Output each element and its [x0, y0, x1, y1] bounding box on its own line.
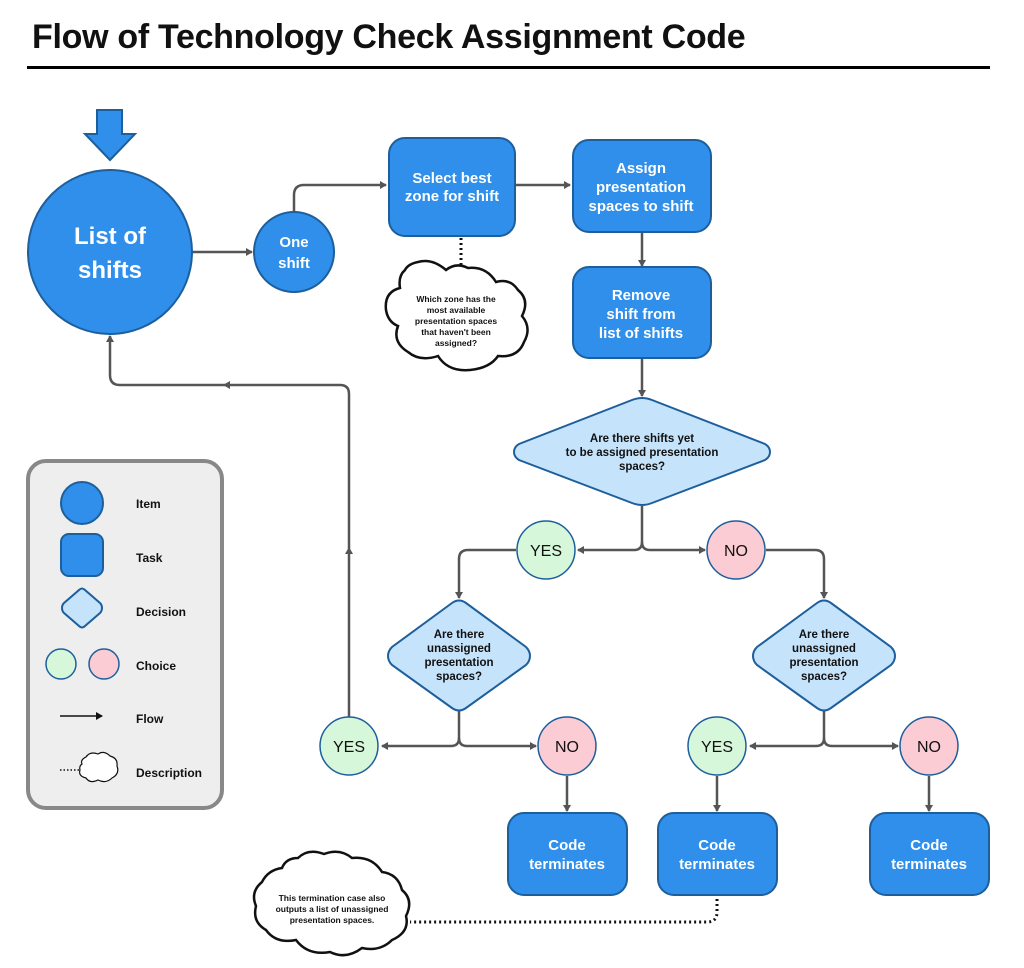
flow-arrow-left-decision-to-yes — [381, 710, 461, 750]
flow-arrow-right-decision-to-yes — [749, 710, 826, 750]
item-list-of-shifts-line-2: shifts — [78, 257, 142, 284]
legend-item-swatch — [60, 481, 104, 525]
description-cloud-zone-line-4: that haven't been — [421, 327, 491, 337]
down-arrow-icon — [82, 109, 138, 162]
choice-yes-2: YES — [319, 716, 379, 776]
flow-arrow-loop-left — [223, 381, 351, 548]
decision-unassigned-left-line-4: spaces? — [436, 671, 482, 683]
flow-arrow-one-shift-to-zone — [292, 181, 387, 213]
legend-decision-label: Decision — [136, 605, 186, 619]
legend: Item Task Decision Choice Flow Descripti… — [26, 459, 224, 810]
task-remove-shift-line-3: list of shifts — [599, 325, 683, 342]
choice-no-3: NO — [899, 716, 959, 776]
task-select-zone-line-1: Select best — [412, 170, 491, 187]
legend-flow-label: Flow — [136, 712, 164, 726]
legend-choice-yes-swatch — [45, 648, 77, 680]
task-remove-shift-line-1: Remove — [612, 287, 670, 304]
decision-unassigned-left-line-2: unassigned — [427, 643, 491, 655]
choice-yes-3-label: YES — [701, 739, 733, 756]
description-cloud-termination-line-1: This termination case also — [279, 893, 386, 903]
description-cloud-termination-line-3: presentation spaces. — [290, 915, 375, 925]
task-assign-spaces-line-1: Assign — [616, 160, 666, 177]
task-code-terminates-1-line-1: Code — [548, 837, 586, 854]
flow-arrow-loop-to-list — [106, 335, 224, 387]
flow-arrow-right-decision-to-no — [822, 737, 899, 750]
task-code-terminates-1: Code terminates — [507, 812, 628, 896]
task-code-terminates-2-line-1: Code — [698, 837, 736, 854]
decision-unassigned-right: Are there unassigned presentation spaces… — [751, 599, 897, 712]
task-code-terminates-3: Code terminates — [869, 812, 990, 896]
legend-decision-swatch — [60, 587, 104, 629]
choice-no-1-label: NO — [724, 543, 748, 560]
description-cloud-zone-line-5: assigned? — [435, 338, 477, 348]
item-one-shift-line-1: One — [279, 234, 308, 251]
decision-unassigned-left-line-3: presentation — [424, 657, 493, 669]
task-code-terminates-1-line-2: terminates — [529, 856, 605, 873]
task-code-terminates-2: Code terminates — [657, 812, 778, 896]
description-cloud-zone-line-2: most available — [427, 305, 486, 315]
flow-arrow-no-to-right-decision — [766, 548, 828, 599]
decision-unassigned-left-line-1: Are there — [434, 629, 485, 641]
legend-panel — [26, 459, 224, 810]
decision-shifts-remaining-line-2: to be assigned presentation — [566, 447, 719, 459]
task-code-terminates-2-line-2: terminates — [679, 856, 755, 873]
description-cloud-termination-line-2: outputs a list of unassigned — [276, 904, 389, 914]
legend-description-label: Description — [136, 766, 202, 780]
decision-shifts-remaining: Are there shifts yet to be assigned pres… — [512, 397, 772, 506]
page-title: Flow of Technology Check Assignment Code — [32, 18, 746, 56]
description-cloud-zone-line-3: presentation spaces — [415, 316, 497, 326]
decision-shifts-remaining-line-1: Are there shifts yet — [590, 433, 694, 445]
choice-yes-2-label: YES — [333, 739, 365, 756]
legend-description-cloud-icon — [79, 751, 119, 783]
legend-choice-no-swatch — [88, 648, 120, 680]
task-remove-shift-line-2: shift from — [606, 306, 675, 323]
choice-no-3-label: NO — [917, 739, 941, 756]
decision-unassigned-right-line-2: unassigned — [792, 643, 856, 655]
choice-yes-1-label: YES — [530, 543, 562, 560]
description-link-termination — [410, 894, 719, 924]
legend-item-label: Item — [136, 497, 161, 511]
task-remove-shift: Remove shift from list of shifts — [572, 266, 712, 359]
task-code-terminates-3-line-1: Code — [910, 837, 948, 854]
choice-yes-1: YES — [516, 520, 576, 580]
choice-yes-3: YES — [687, 716, 747, 776]
choice-no-2: NO — [537, 716, 597, 776]
task-assign-spaces: Assign presentation spaces to shift — [572, 139, 712, 233]
legend-choice-label: Choice — [136, 659, 176, 673]
decision-unassigned-right-line-1: Are there — [799, 629, 850, 641]
flow-arrow-left-decision-to-no — [457, 737, 537, 750]
decision-unassigned-right-line-3: presentation — [789, 657, 858, 669]
flow-arrow-yes-to-left-decision — [455, 548, 516, 599]
item-one-shift: One shift — [253, 211, 335, 293]
description-cloud-zone: Which zone has the most available presen… — [384, 259, 529, 372]
item-one-shift-line-2: shift — [278, 255, 310, 272]
task-code-terminates-3-line-2: terminates — [891, 856, 967, 873]
choice-no-2-label: NO — [555, 739, 579, 756]
description-cloud-termination: This termination case also outputs a lis… — [252, 850, 411, 957]
decision-shifts-remaining-line-3: spaces? — [619, 461, 665, 473]
item-list-of-shifts: List of shifts — [27, 169, 193, 335]
item-list-of-shifts-line-1: List of — [74, 223, 147, 250]
title-divider — [27, 66, 990, 69]
decision-unassigned-right-line-4: spaces? — [801, 671, 847, 683]
description-cloud-zone-line-1: Which zone has the — [416, 294, 496, 304]
decision-unassigned-left: Are there unassigned presentation spaces… — [386, 599, 532, 712]
legend-task-swatch — [60, 533, 104, 577]
task-assign-spaces-line-3: spaces to shift — [588, 198, 693, 215]
task-select-zone-line-2: zone for shift — [405, 188, 499, 205]
choice-no-1: NO — [706, 520, 766, 580]
task-select-zone: Select best zone for shift — [388, 137, 516, 237]
legend-task-label: Task — [136, 551, 163, 565]
flow-arrow-decision-to-yes — [577, 506, 644, 554]
task-assign-spaces-line-2: presentation — [596, 179, 686, 196]
flow-arrow-decision-to-no — [640, 541, 706, 554]
